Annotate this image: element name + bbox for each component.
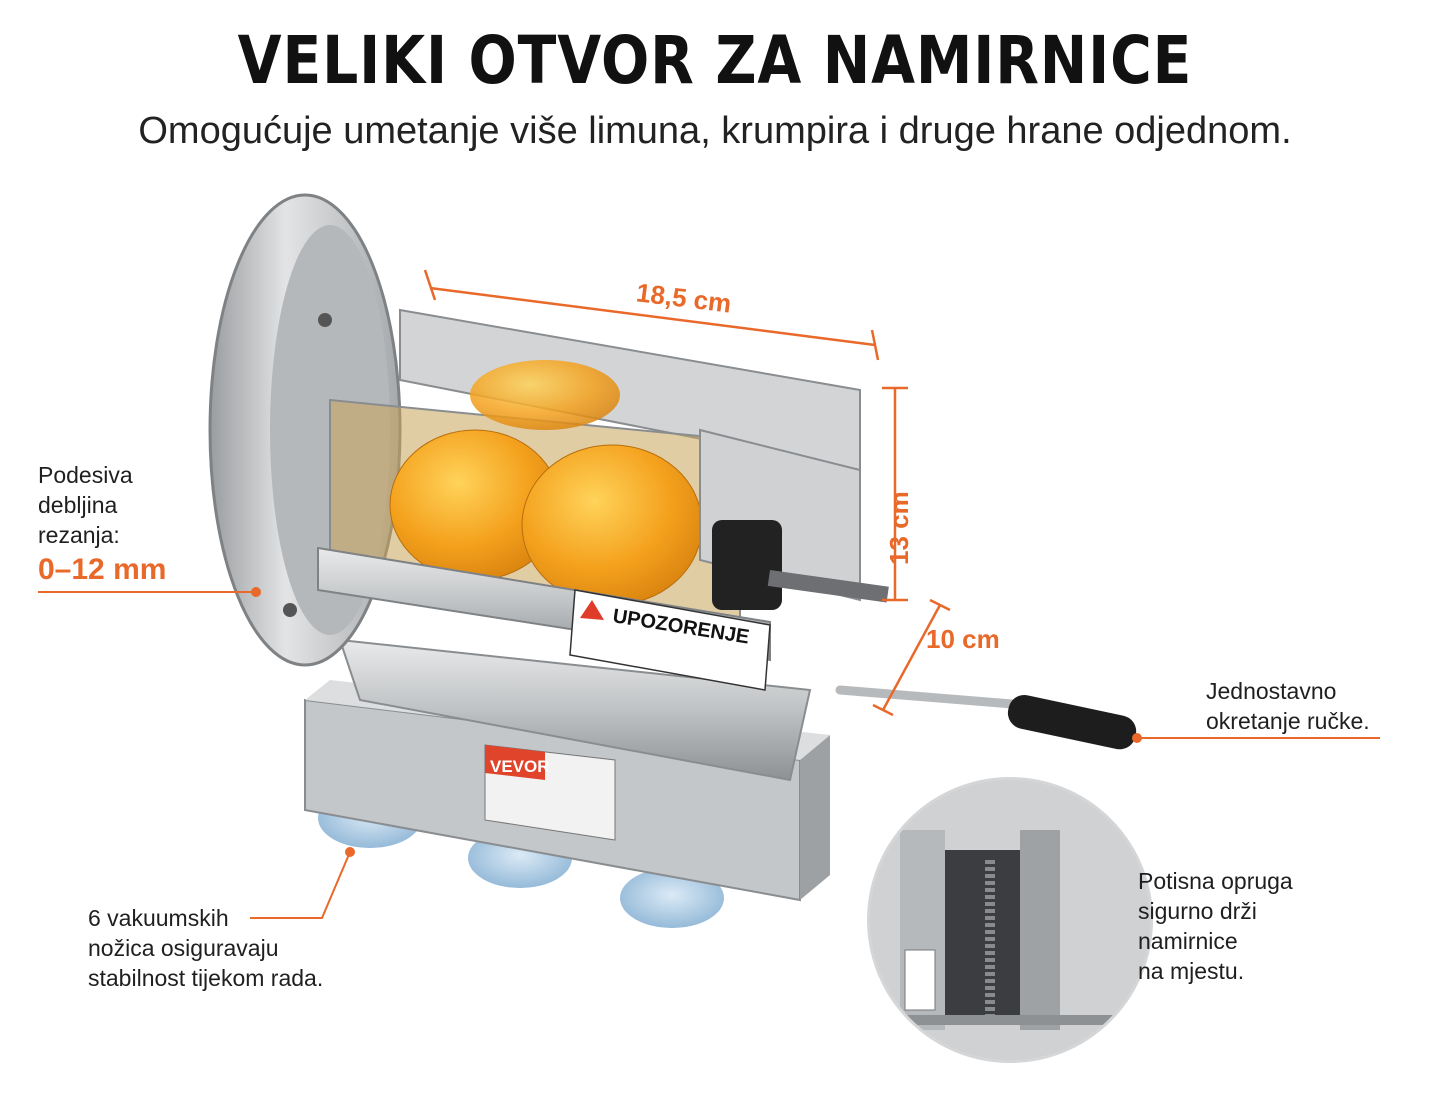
dimension-lines (423, 269, 951, 717)
note-crank-handle: Jednostavno okretanje ručke. (1206, 676, 1370, 736)
threaded-rod (767, 570, 889, 603)
note-line: Podesiva (38, 462, 133, 488)
note-line: debljina (38, 492, 118, 518)
note-line: stabilnost tijekom rada. (88, 965, 324, 991)
note-line: na mjestu. (1138, 958, 1245, 984)
note-cut-thickness: Podesiva debljina rezanja: 0–12 mm (38, 460, 166, 590)
note-line: Potisna opruga (1138, 868, 1293, 894)
leader-lines (38, 587, 1380, 919)
note-line: 6 vakuumskih (88, 905, 229, 931)
note-push-spring: Potisna opruga sigurno drži namirnice na… (1138, 866, 1293, 986)
thickness-range-value: 0–12 mm (38, 553, 167, 586)
pusher-knob (712, 520, 782, 610)
note-suction-feet: 6 vakuumskih nožica osiguravaju stabilno… (88, 903, 323, 993)
page-title: VELIKI OTVOR ZA NAMIRNICE (237, 22, 1193, 99)
note-line: sigurno drži (1138, 898, 1257, 924)
spring-detail-inset (867, 777, 1153, 1063)
brand-logo: VEVOR (490, 757, 550, 776)
note-line: namirnice (1138, 928, 1238, 954)
dimension-width-label: 10 cm (926, 624, 1000, 654)
crank-handle (835, 685, 1142, 750)
note-line: rezanja: (38, 522, 120, 548)
lemons (389, 360, 703, 606)
page-subtitle: Omogućuje umetanje više limuna, krumpira… (138, 110, 1292, 152)
note-line: Jednostavno (1206, 678, 1337, 704)
warning-label: UPOZORENJE (569, 589, 771, 691)
brand-plate: VEVOR (484, 744, 616, 841)
note-line: nožica osiguravaju (88, 935, 279, 961)
note-line: okretanje ručke. (1206, 708, 1370, 734)
output-chute (338, 638, 812, 782)
dimension-height-label: 13 cm (884, 491, 914, 565)
